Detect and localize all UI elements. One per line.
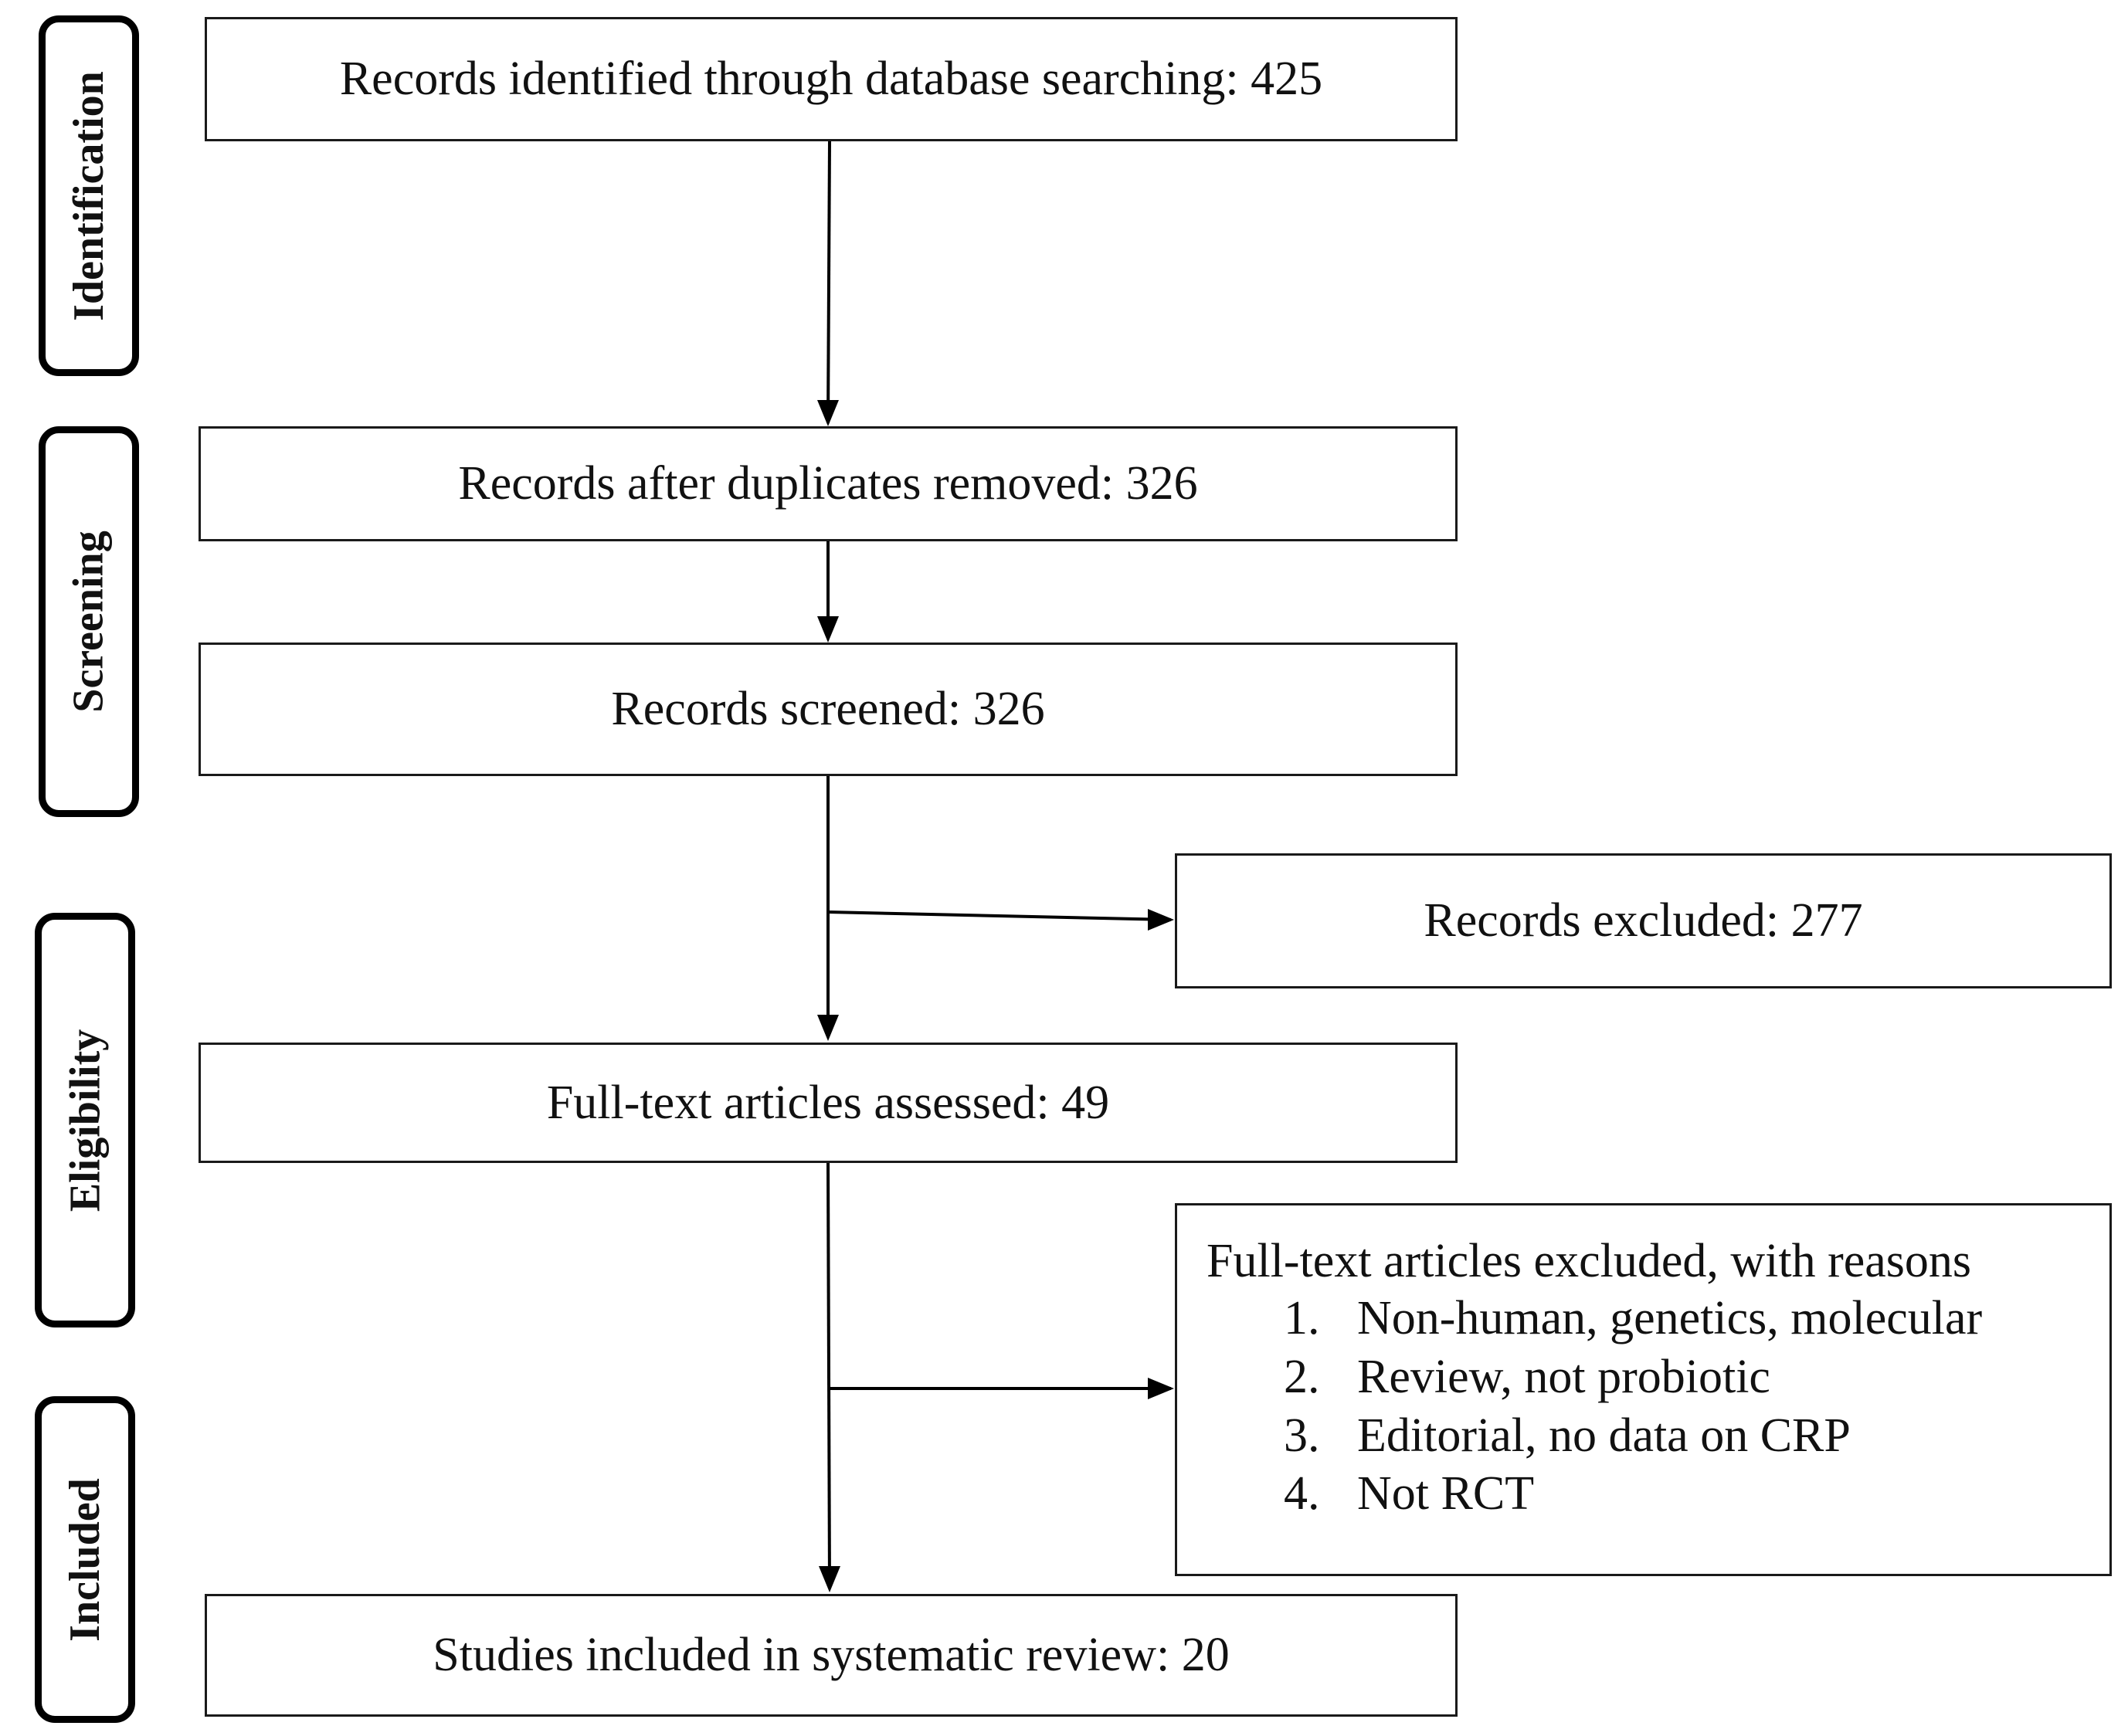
reason-text: Not RCT xyxy=(1357,1467,1535,1521)
reason-number: 2. xyxy=(1284,1351,1320,1404)
reason-number: 4. xyxy=(1284,1467,1320,1521)
stage-eligibility: Eligibility xyxy=(35,913,135,1327)
box-duplicates-removed: Records after duplicates removed: 326 xyxy=(199,426,1458,541)
reason-number: 3. xyxy=(1284,1409,1320,1462)
stage-included: Included xyxy=(35,1396,135,1723)
stage-label: Included xyxy=(61,1477,110,1642)
stage-label: Screening xyxy=(65,531,113,713)
exclusion-reasons-list: 1. Non-human, genetics, molecular 2. Revie… xyxy=(1207,1290,1982,1524)
exclusion-reasons-title: Full-text articles excluded, with reason… xyxy=(1207,1235,1972,1287)
reason-text: Editorial, no data on CRP xyxy=(1357,1409,1851,1462)
exclusion-reason-item: 1. Non-human, genetics, molecular xyxy=(1284,1290,1982,1348)
stage-screening: Screening xyxy=(39,426,139,817)
arrowhead-duplicates xyxy=(817,400,839,426)
arrow-to-records-excluded xyxy=(827,910,1172,921)
stage-label: Identification xyxy=(65,70,113,321)
arrowhead-included xyxy=(819,1566,840,1592)
box-fulltext-assessed: Full-text articles assessed: 49 xyxy=(199,1043,1458,1163)
exclusion-reason-item: 4. Not RCT xyxy=(1284,1465,1982,1524)
reason-text: Non-human, genetics, molecular xyxy=(1357,1292,1983,1345)
exclusion-reason-item: 3. Editorial, no data on CRP xyxy=(1284,1407,1982,1466)
box-records-screened: Records screened: 326 xyxy=(199,643,1458,776)
arrow-identified-to-duplicates xyxy=(826,141,831,424)
arrowhead-records-excluded xyxy=(1148,909,1174,931)
arrow-assessed-to-included xyxy=(826,1162,831,1588)
box-studies-included: Studies included in systematic review: 2… xyxy=(205,1594,1458,1717)
arrowhead-fulltext-excluded xyxy=(1148,1378,1174,1399)
box-fulltext-excluded: Full-text articles excluded, with reason… xyxy=(1175,1203,2112,1576)
box-records-excluded: Records excluded: 277 xyxy=(1175,853,2112,988)
stage-label: Eligibility xyxy=(61,1029,109,1212)
exclusion-reason-item: 2. Review, not probiotic xyxy=(1284,1348,1982,1407)
reason-text: Review, not probiotic xyxy=(1357,1351,1770,1404)
arrowhead-screened xyxy=(817,616,839,643)
stage-identification: Identification xyxy=(39,15,139,376)
box-records-identified: Records identified through database sear… xyxy=(205,17,1458,141)
reason-number: 1. xyxy=(1284,1292,1320,1345)
arrowhead-assessed xyxy=(817,1015,839,1041)
